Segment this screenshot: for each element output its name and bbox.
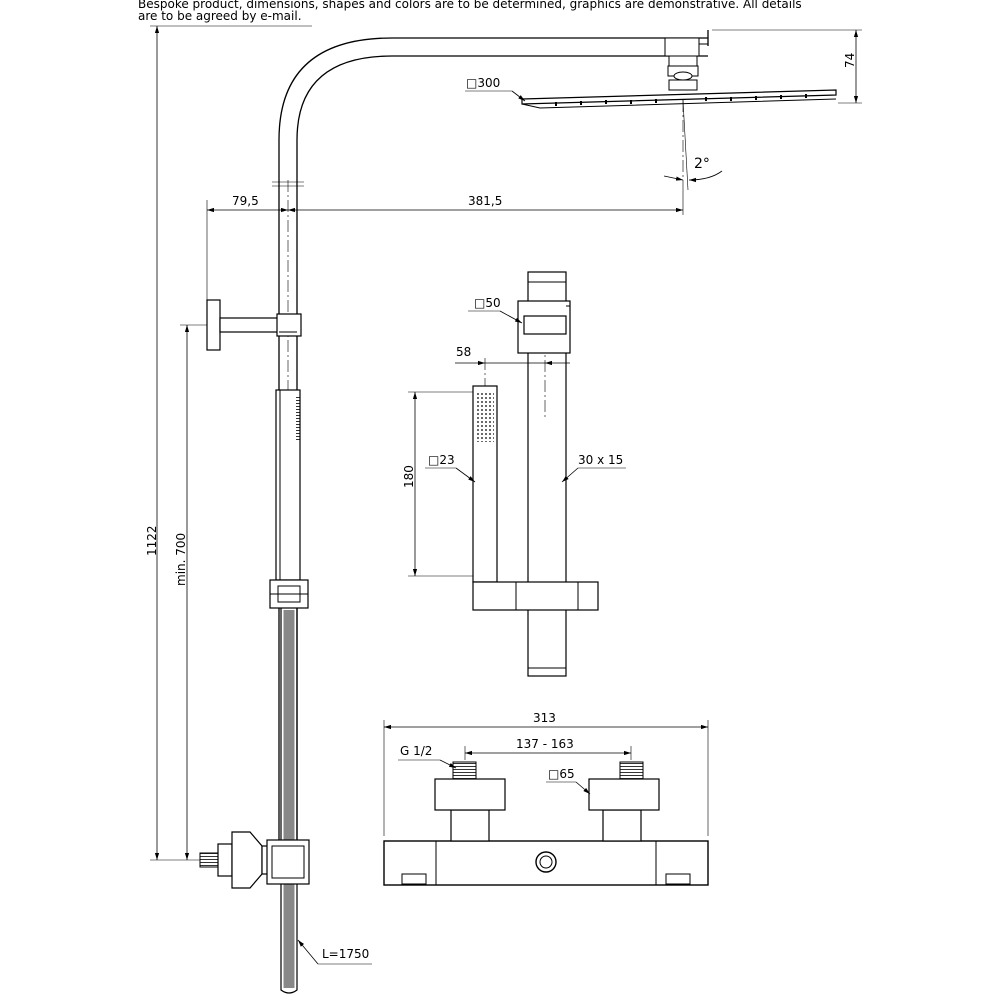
label-total-height: 1122 [145, 525, 159, 556]
label-head-height: 74 [843, 53, 857, 68]
label-mixer-width: 313 [533, 711, 556, 725]
label-inlet-cover-size: □65 [548, 767, 575, 781]
label-min-height: min. 700 [174, 533, 188, 586]
label-rail-profile: 30 x 15 [578, 453, 623, 467]
label-handshower-size: □23 [428, 453, 455, 467]
rain-shower-head [521, 89, 837, 109]
label-bracket-size: □50 [474, 296, 501, 310]
shower-column: 79,5 381,5 74 □300 2° 1122 min. 700 L=17… [145, 25, 862, 994]
notice-line-1: Bespoke product, dimensions, shapes and … [138, 0, 802, 11]
label-inlet-spacing: 137 - 163 [516, 737, 574, 751]
label-hose-length: L=1750 [322, 947, 369, 961]
hand-shower-side [269, 389, 309, 609]
label-inlet-thread: G 1/2 [400, 744, 432, 758]
notice-text: Bespoke product, dimensions, shapes and … [138, 0, 858, 22]
notice-line-2: are to be agreed by e-mail. [138, 9, 302, 23]
label-arm-reach: 381,5 [468, 194, 502, 208]
shower-hose [280, 608, 298, 994]
label-tilt-angle: 2° [694, 156, 710, 172]
label-handshower-length: 180 [402, 465, 416, 488]
hand-shower-front [472, 358, 498, 583]
label-arm-offset: 79,5 [232, 194, 259, 208]
label-head-size: □300 [466, 76, 500, 90]
label-handshower-offset: 58 [456, 345, 471, 359]
rail-detail: □50 58 180 □23 30 x 15 [402, 271, 626, 677]
mixer-front-view: 313 137 - 163 G 1/2 □65 [383, 711, 709, 886]
